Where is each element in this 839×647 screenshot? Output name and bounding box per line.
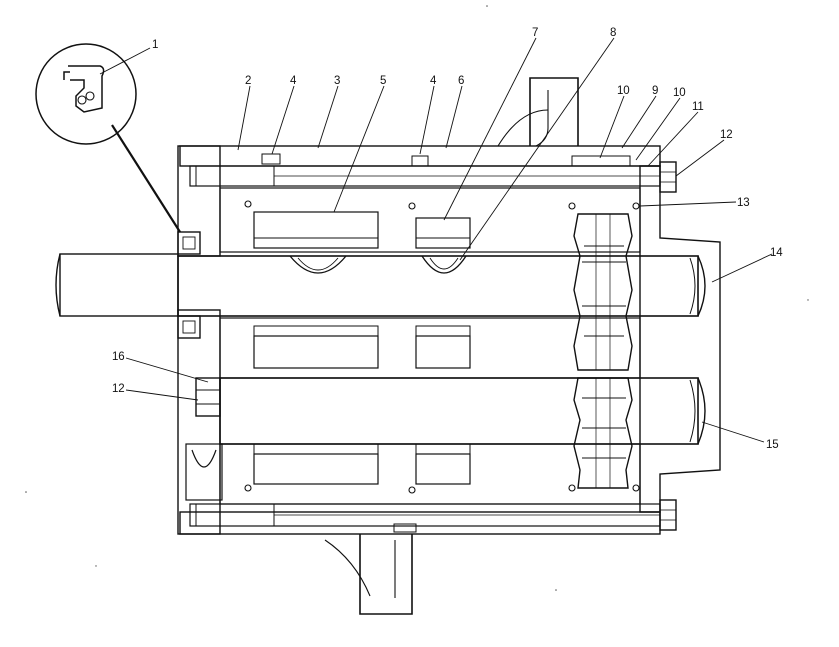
callout-label: 4: [290, 75, 297, 87]
callout-label: 15: [766, 439, 778, 451]
callout-label: 3: [334, 75, 340, 87]
gear-section-rear: [415, 217, 471, 485]
callout-label: 13: [737, 197, 749, 209]
driven-shaft: [219, 377, 706, 445]
callout-label: 9: [652, 85, 658, 97]
gear-section-front: [253, 211, 379, 485]
shaft-seal: [177, 231, 201, 339]
callout-label: 14: [770, 247, 783, 259]
gear-upper: [573, 213, 633, 371]
callout-label: 16: [112, 351, 124, 363]
callout-label: 10: [673, 87, 685, 99]
leader-lines: [99, 37, 773, 443]
drive-shaft: [55, 253, 706, 317]
gear-lower: [573, 377, 633, 489]
plug-bolt-lower-left: [185, 377, 223, 501]
callout-label: 10: [617, 85, 629, 97]
scan-specks: [25, 5, 809, 591]
callout-label: 7: [532, 27, 538, 39]
callout-label: 2: [245, 75, 251, 87]
callout-label: 8: [610, 27, 616, 39]
seal-detail-inset: [35, 43, 181, 233]
callout-label: 6: [458, 75, 464, 87]
callout-label: 11: [692, 101, 704, 113]
callout-label: 1: [152, 39, 158, 51]
callout-label: 12: [720, 129, 732, 141]
outlet-port-bottom: [324, 534, 413, 615]
inlet-port-top: [497, 77, 579, 147]
tie-bolt-bottom: [189, 499, 677, 531]
callout-label: 5: [380, 75, 386, 87]
callout-labels: 1 2 4 3 5 4 6 7 8 10 9 10 11 12 13 14 16…: [112, 27, 783, 451]
callout-label: 4: [430, 75, 437, 87]
callout-label: 12: [112, 383, 124, 395]
